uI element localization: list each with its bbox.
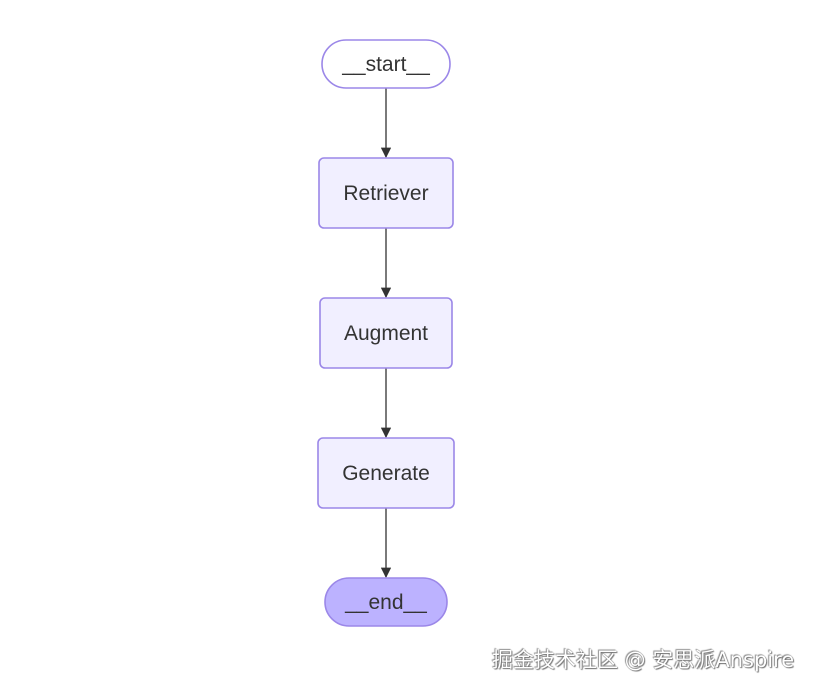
node-retriever[interactable]: Retriever: [318, 157, 454, 229]
node-end-label: __end__: [344, 591, 427, 614]
watermark: 掘金技术社区 @ 安思派Anspire: [492, 648, 795, 672]
node-retriever-box: [318, 157, 454, 229]
node-end-box: [324, 577, 448, 627]
node-start-label: __start__: [341, 53, 430, 76]
node-augment-label: Augment: [344, 322, 428, 345]
node-start-box: [321, 39, 451, 89]
node-generate[interactable]: Generate: [317, 437, 455, 509]
node-generate-label: Generate: [342, 462, 430, 485]
node-start[interactable]: __start__: [321, 39, 451, 89]
node-generate-box: [317, 437, 455, 509]
node-augment[interactable]: Augment: [319, 297, 453, 369]
node-end[interactable]: __end__: [324, 577, 448, 627]
node-augment-box: [319, 297, 453, 369]
node-retriever-label: Retriever: [343, 182, 428, 205]
